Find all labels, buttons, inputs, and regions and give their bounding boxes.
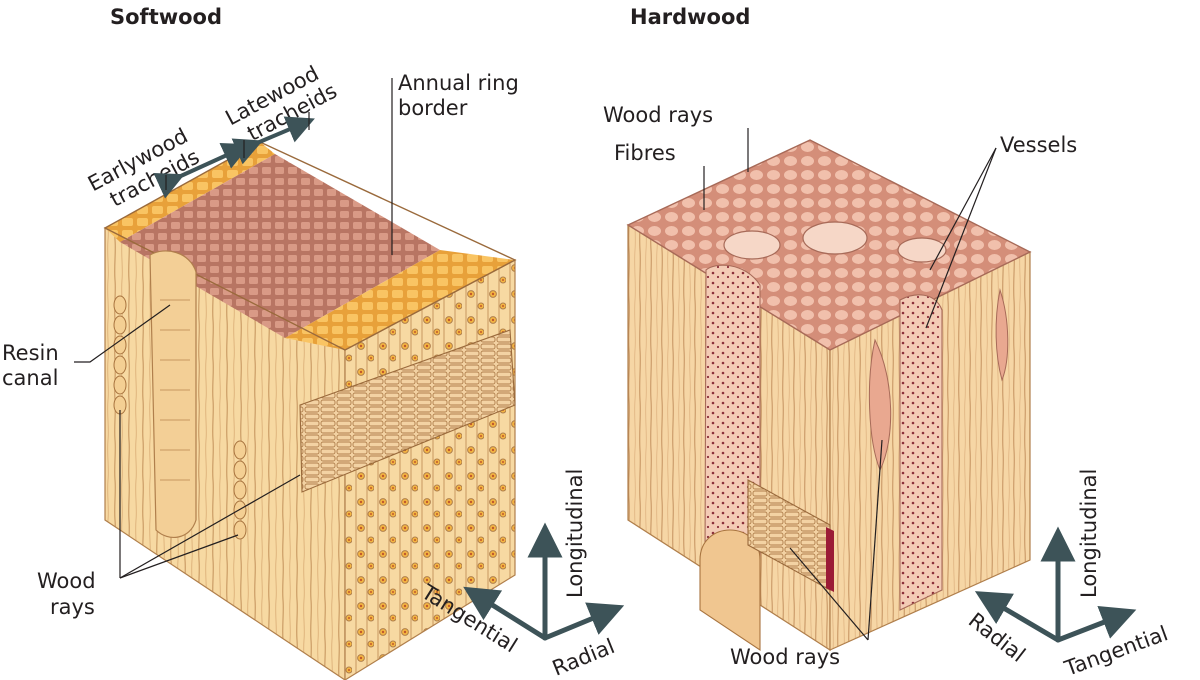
hardwood-notch (699, 529, 761, 652)
vessel-channel-1 (704, 264, 761, 561)
vessel-opening-3 (897, 237, 947, 263)
hardwood-ray-spindle-2 (995, 288, 1009, 382)
vessel-opening-2 (802, 221, 868, 255)
annual-ring-label-2: border (398, 96, 468, 120)
softwood-axis-radial: Radial (549, 634, 618, 680)
softwood-axis-indicator (463, 522, 625, 641)
softwood-axis-longitudinal: Longitudinal (563, 469, 587, 598)
latewood-range-arrow (231, 116, 315, 165)
softwood-title: Softwood (110, 5, 222, 29)
softwood-rays-label-1: Wood (37, 569, 96, 593)
hardwood-wood-rays-bottom-label: Wood rays (730, 645, 840, 669)
resin-canal-label-2: canal (2, 366, 58, 390)
softwood-top-latewood (120, 154, 440, 338)
softwood-top-earlywood-2 (285, 250, 515, 350)
hardwood-ray-end (826, 527, 834, 592)
vessel-opening-1 (723, 230, 781, 260)
softwood-ray-band (299, 329, 516, 493)
softwood-ray-chain-1 (113, 295, 127, 415)
fibres-label: Fibres (614, 141, 676, 165)
softwood-rays-label-2: rays (50, 595, 95, 619)
annual-ring-label-1: Annual ring (398, 71, 519, 95)
vessels-label: Vessels (1000, 133, 1077, 157)
hardwood-axis-longitudinal: Longitudinal (1077, 469, 1101, 598)
softwood-ray-chain-2 (233, 440, 247, 540)
vessel-channel-2 (899, 294, 943, 611)
hardwood-block (626, 139, 1032, 652)
resin-canal (149, 250, 197, 538)
hardwood-wood-rays-top-label: Wood rays (603, 103, 713, 127)
resin-canal-label-1: Resin (2, 341, 59, 365)
earlywood-range-arrow (153, 143, 251, 199)
hardwood-axis-indicator (974, 526, 1137, 643)
hardwood-title: Hardwood (630, 5, 750, 29)
